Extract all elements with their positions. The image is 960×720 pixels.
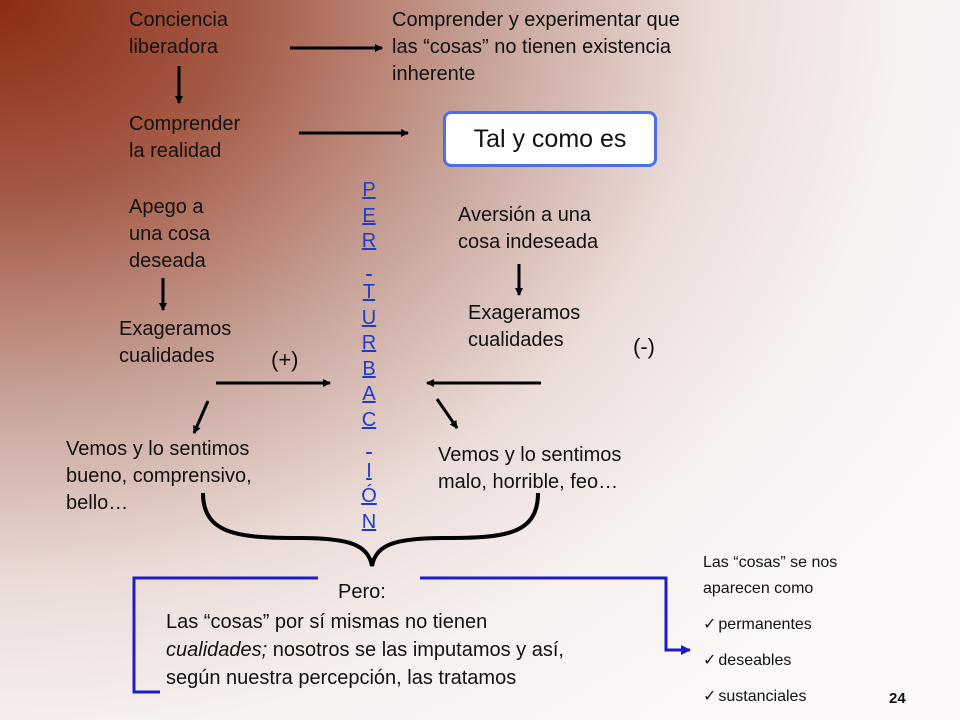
perturbacion-letter: Ó bbox=[361, 485, 377, 507]
perturbacion-letter: B bbox=[362, 357, 376, 380]
perturbacion-letter: C bbox=[361, 408, 377, 431]
apego-label: Apego a una cosa deseada bbox=[129, 196, 211, 272]
checklist-item: permanentes bbox=[703, 611, 811, 647]
arrow-down-left bbox=[192, 400, 210, 434]
bracket-arrow-right bbox=[420, 576, 691, 655]
bracket-line bbox=[132, 576, 318, 694]
perturbacion-letter: R bbox=[361, 230, 377, 252]
perturbacion-letter: I bbox=[366, 459, 372, 482]
cualidades-italic: cualidades; bbox=[166, 639, 268, 661]
plus-sign: (+) bbox=[271, 347, 299, 372]
perturbacion-letter: U bbox=[361, 306, 377, 329]
minus-sign: (-) bbox=[633, 334, 655, 359]
perturbacion-letter bbox=[352, 433, 386, 459]
aversion-label: Aversión a una cosa indeseada bbox=[458, 204, 599, 253]
cosas-line-2-rest: nosotros se las imputamos y así, bbox=[267, 639, 564, 661]
exageramos-left-label: Exageramos cualidades bbox=[119, 318, 232, 367]
checklist: permanentesdeseablessustanciales bbox=[703, 611, 812, 719]
pero-label: Pero: bbox=[338, 581, 386, 603]
cosas-line-2: cualidades; nosotros se las imputamos y … bbox=[166, 636, 564, 664]
vemos-right-label: Vemos y lo sentimos malo, horrible, feo… bbox=[438, 444, 622, 493]
checklist-item: deseables bbox=[703, 647, 812, 683]
aparecen-label: Las “cosas” se nos aparecen como bbox=[703, 554, 838, 597]
perturbacion-letter bbox=[352, 255, 386, 281]
page-number: 24 bbox=[889, 690, 906, 707]
curly-brace bbox=[201, 492, 540, 567]
exageramos-right-label: Exageramos cualidades bbox=[468, 302, 581, 351]
conciencia-liberadora-label: Conciencia liberadora bbox=[129, 9, 228, 58]
perturbacion-letter: P bbox=[362, 179, 376, 201]
cosas-line-3: según nuestra percepción, las tratamos bbox=[166, 667, 517, 689]
perturbacion-letter: N bbox=[361, 510, 377, 533]
cosas-cualidades-text: Las “cosas” por sí mismas no tienen cual… bbox=[166, 608, 564, 692]
comprender-realidad-label: Comprender la realidad bbox=[129, 113, 241, 162]
checklist-item: sustanciales bbox=[703, 683, 812, 719]
perturbacion-letter: R bbox=[361, 332, 377, 354]
perturbacion-letter: A bbox=[362, 383, 376, 405]
vemos-left-label: Vemos y lo sentimos bueno, comprensivo, … bbox=[66, 438, 252, 514]
arrow-down-right bbox=[435, 398, 459, 429]
tal-como-es-box: Tal y como es bbox=[443, 111, 657, 167]
comprender-experimentar-label: Comprender y experimentar que las “cosas… bbox=[392, 9, 680, 85]
perturbacion-letter: E bbox=[362, 204, 376, 227]
perturbacion-letter: T bbox=[362, 281, 376, 303]
cosas-line-1: Las “cosas” por sí mismas no tienen bbox=[166, 611, 488, 633]
